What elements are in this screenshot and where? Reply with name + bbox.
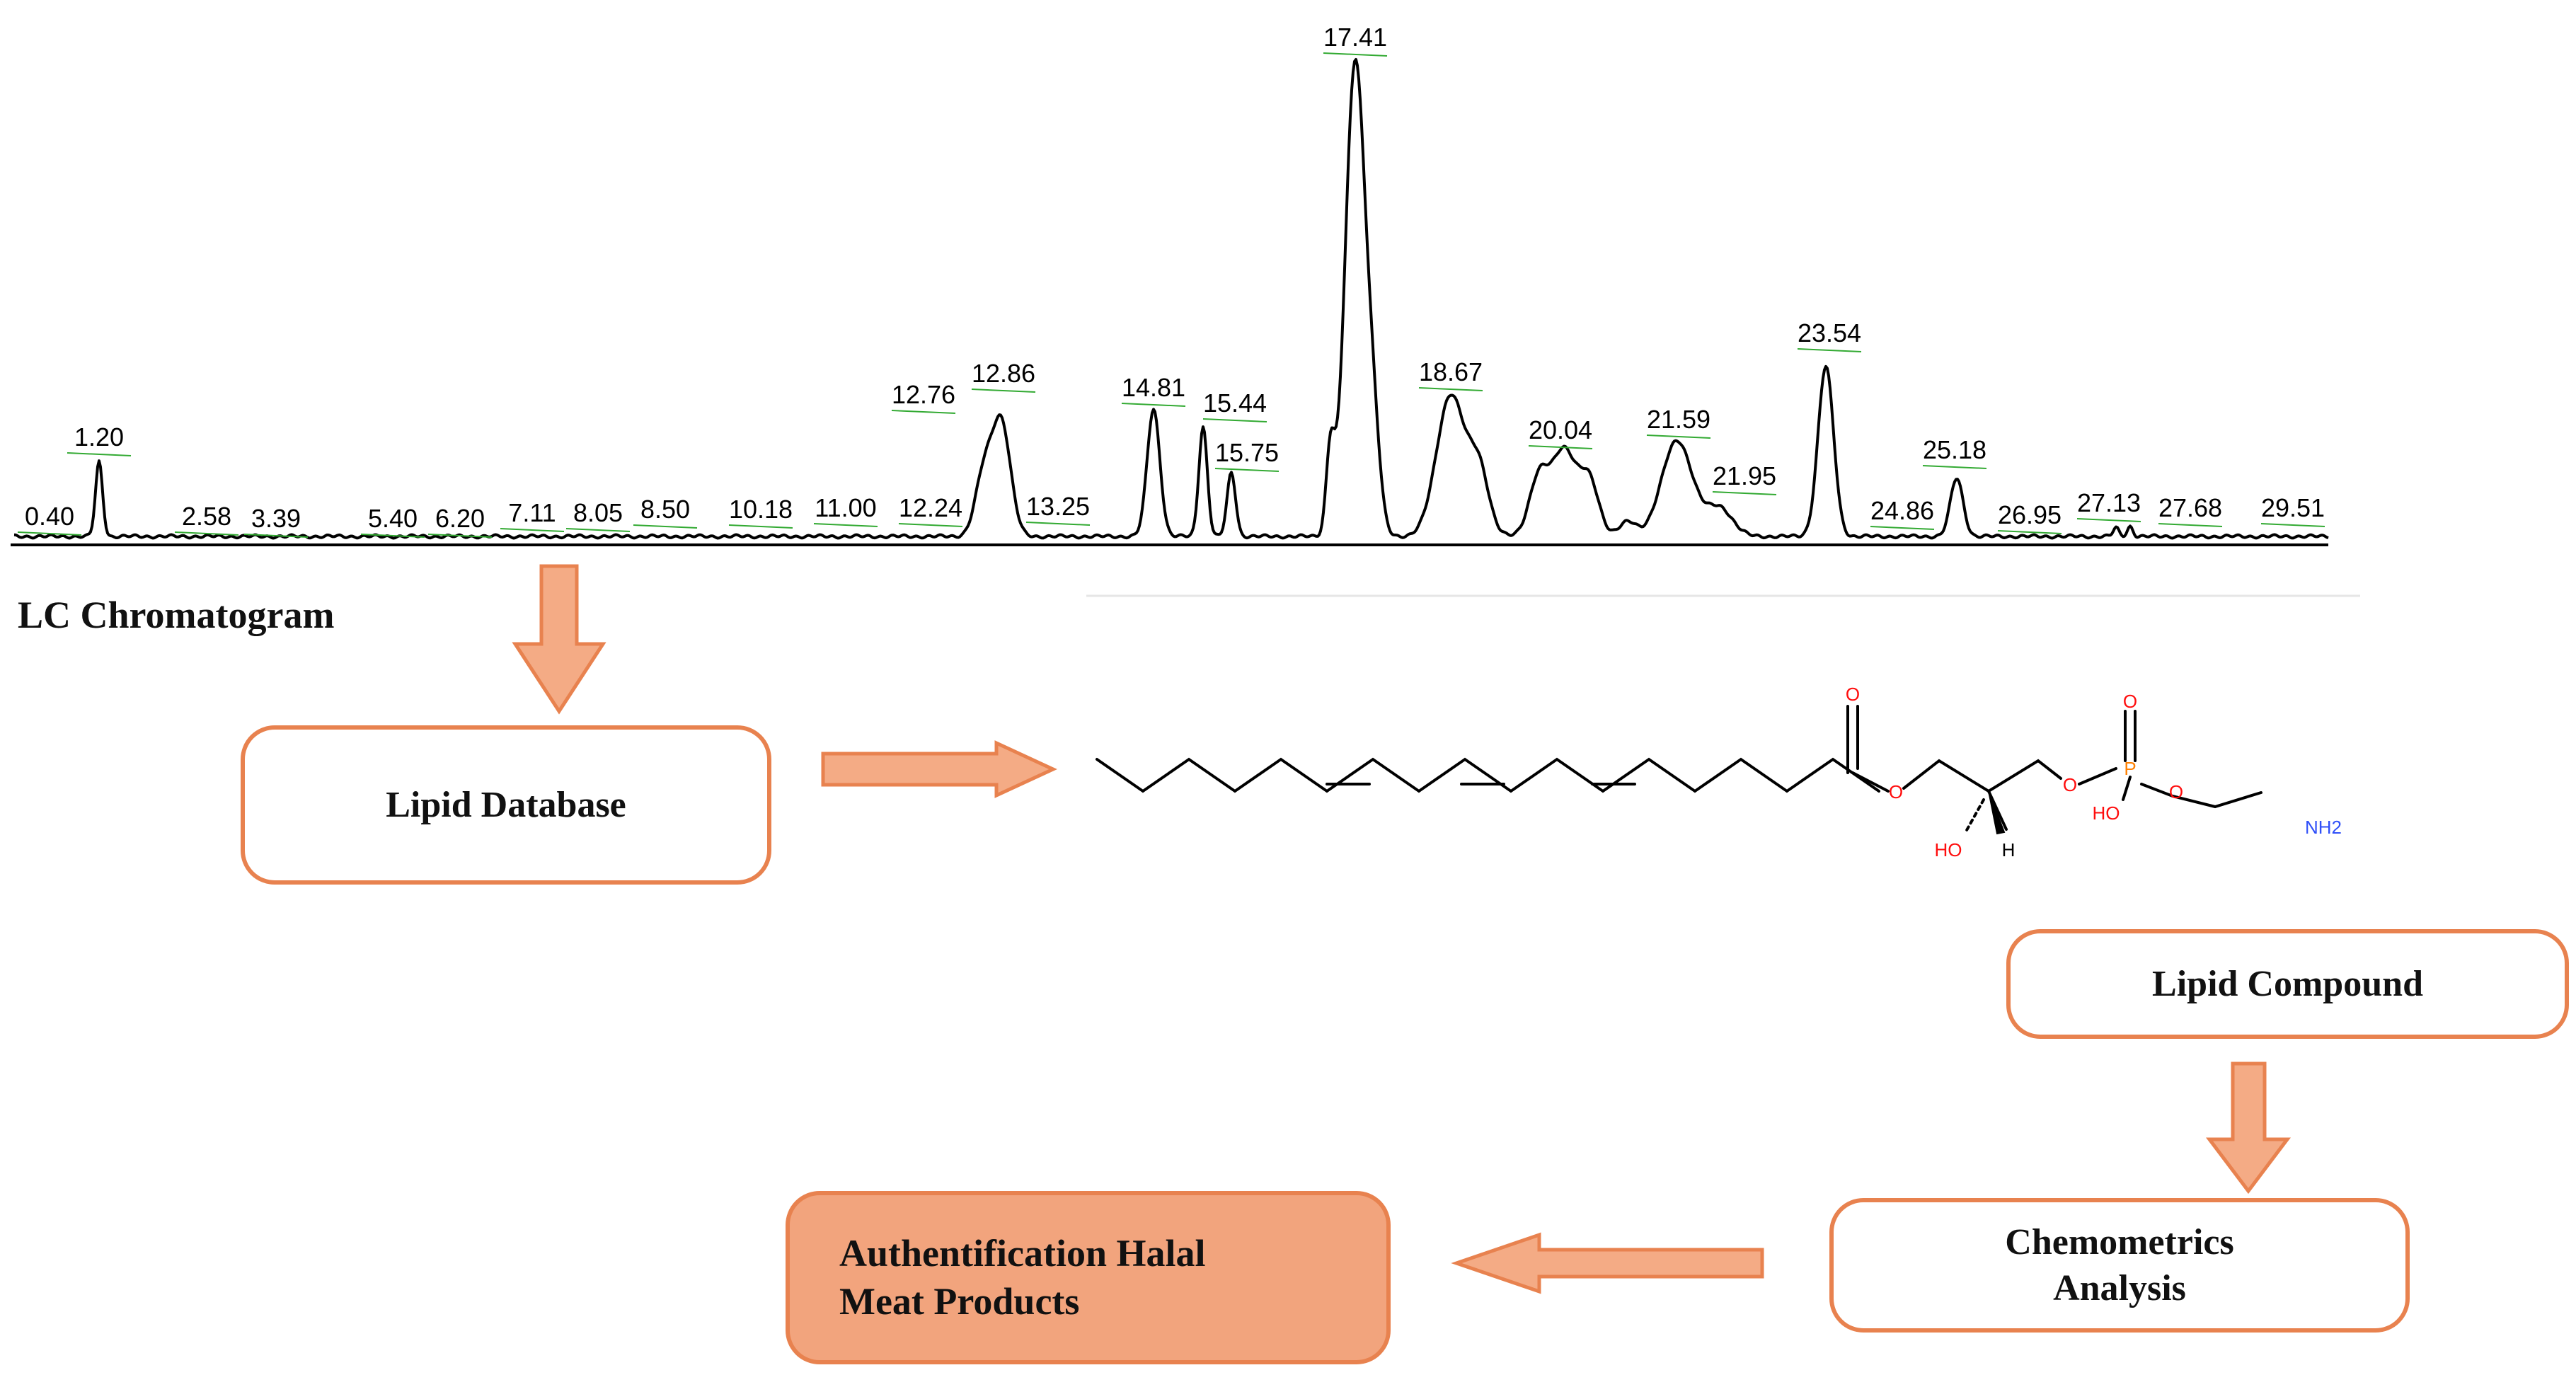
peak-label: 15.44 xyxy=(1203,389,1267,418)
peak-label: 17.41 xyxy=(1323,23,1387,52)
peak-baseline-mark xyxy=(1528,445,1593,449)
peak-label: 15.75 xyxy=(1215,438,1279,467)
peak-label: 6.20 xyxy=(435,504,485,533)
lipid-compound-box: Lipid Compound xyxy=(2006,929,2569,1039)
peak-baseline-mark xyxy=(1121,403,1186,407)
peak-baseline-mark xyxy=(1797,348,1862,352)
peak-baseline-mark xyxy=(633,524,698,529)
lipid-database-box: Lipid Database xyxy=(241,725,771,885)
peak-baseline-mark xyxy=(2076,518,2141,522)
peak-label: 2.58 xyxy=(182,502,231,531)
molecule-atom-labels: O O O O P HO O HO H NH2 xyxy=(1846,684,2342,861)
peak-baseline-mark xyxy=(360,534,425,538)
peak-label: 13.25 xyxy=(1026,492,1090,521)
peak-label: 27.13 xyxy=(2077,488,2141,517)
peak-baseline-mark xyxy=(1922,465,1987,469)
peak-label: 3.39 xyxy=(251,504,301,533)
chromatogram-title: LC Chromatogram xyxy=(18,594,335,636)
peak-label: 27.68 xyxy=(2158,493,2222,522)
peak-baseline-mark xyxy=(243,534,309,538)
atom-label-glycerol-hydroxyl: HO xyxy=(1935,839,1962,861)
peak-label: 12.24 xyxy=(899,493,962,522)
peak-label: 26.95 xyxy=(1998,500,2062,529)
peak-baseline-mark xyxy=(174,531,239,536)
peak-baseline-mark xyxy=(1025,522,1091,526)
atom-label-amine: NH2 xyxy=(2305,817,2342,838)
peak-label: 25.18 xyxy=(1923,435,1986,464)
lipid-compound-label: Lipid Compound xyxy=(2152,964,2423,1004)
peak-label: 8.50 xyxy=(640,495,690,524)
peak-label: 14.81 xyxy=(1122,373,1185,402)
peak-baseline-mark xyxy=(1214,468,1280,472)
peak-baseline-mark xyxy=(1323,52,1388,57)
peak-baseline-mark xyxy=(1418,387,1483,391)
peak-baseline-mark xyxy=(891,410,956,414)
peak-label: 7.11 xyxy=(508,498,556,527)
atom-label-phosphate-oxygen: O xyxy=(2169,781,2183,802)
chromatogram-trace xyxy=(13,58,2329,540)
peak-baseline-mark xyxy=(500,528,565,532)
peak-label: 0.40 xyxy=(25,502,74,531)
peak-label: 20.04 xyxy=(1529,415,1592,444)
peak-label: 1.20 xyxy=(74,422,124,451)
peak-label: 11.00 xyxy=(815,493,876,522)
peak-label: 23.54 xyxy=(1798,318,1861,347)
peak-label: 12.86 xyxy=(972,359,1035,388)
peak-baseline-mark xyxy=(67,452,132,456)
peak-baseline-mark xyxy=(2260,523,2325,527)
arrow-chromatogram-to-database xyxy=(512,564,606,715)
atom-label-phosphorus: P xyxy=(2124,758,2136,779)
atom-label-hydrogen: H xyxy=(2002,839,2016,861)
lc-chromatogram: 0.40 1.20 2.58 3.39 5.40 6.20 7.11 8.05 8.50 10.1… xyxy=(11,23,2329,546)
atom-label-phosphoryl-oxygen: O xyxy=(2123,691,2137,712)
peak-baseline-mark xyxy=(427,534,493,538)
peak-baseline-mark xyxy=(1997,530,2062,534)
atom-label-carbonyl-oxygen: O xyxy=(1846,684,1860,705)
peak-label: 10.18 xyxy=(729,495,793,524)
peak-baseline-mark xyxy=(1646,434,1711,439)
lipid-database-label: Lipid Database xyxy=(386,785,626,825)
atom-label-ester-oxygen: O xyxy=(1889,781,1903,802)
atom-label-glycerol-oxygen: O xyxy=(2063,774,2077,795)
peak-baseline-mark xyxy=(898,523,963,527)
peak-label: 5.40 xyxy=(368,504,418,533)
atom-label-phosphate-hydroxyl: HO xyxy=(2093,802,2120,824)
peak-label: 12.76 xyxy=(892,380,955,409)
peak-baseline-mark xyxy=(728,524,793,529)
arrow-database-to-compound xyxy=(821,740,1057,798)
peak-baseline-mark xyxy=(2158,523,2223,527)
peak-label: 21.95 xyxy=(1713,461,1776,490)
authentification-box: Authentification Halal Meat Products xyxy=(786,1191,1391,1364)
peak-label: 21.59 xyxy=(1647,405,1710,434)
peak-baseline-mark xyxy=(813,523,878,527)
peak-label: 18.67 xyxy=(1419,357,1483,386)
authentification-label: Authentification Halal Meat Products xyxy=(839,1232,1206,1323)
peak-labels: 0.40 1.20 2.58 3.39 5.40 6.20 7.11 8.05 8.50 10.1… xyxy=(17,23,2325,538)
chemometrics-analysis-label: Chemometrics Analysis xyxy=(2005,1222,2234,1308)
chemometrics-analysis-box: Chemometrics Analysis xyxy=(1829,1198,2410,1333)
peak-baseline-mark xyxy=(565,528,631,532)
peak-baseline-mark xyxy=(1712,491,1777,495)
peak-label: 24.86 xyxy=(1870,496,1934,525)
arrow-compound-to-chemometrics xyxy=(2205,1061,2292,1195)
peak-baseline-mark xyxy=(17,531,82,536)
peak-baseline-mark xyxy=(1202,418,1267,422)
peak-baseline-mark xyxy=(1870,526,1935,530)
lipid-structure xyxy=(1096,705,2262,835)
peak-label: 8.05 xyxy=(573,498,623,527)
peak-baseline-mark xyxy=(971,389,1036,393)
arrow-chemometrics-to-authentification xyxy=(1451,1232,1764,1294)
peak-label: 29.51 xyxy=(2261,493,2325,522)
